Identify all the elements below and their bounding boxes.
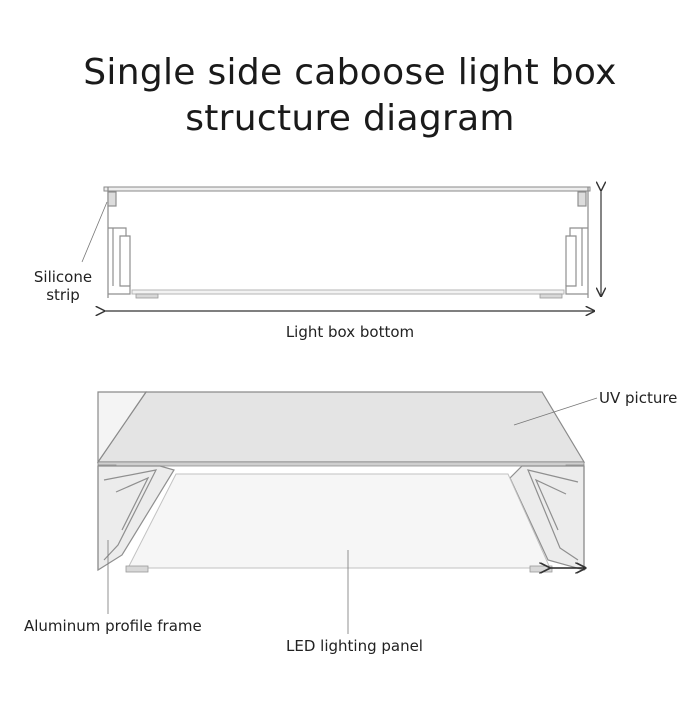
uv-picture-leader [513, 397, 598, 426]
aluminum-profile-frame-label: Aluminum profile frame [24, 617, 202, 635]
silicone-leader-line [81, 201, 108, 263]
light-box-bottom-label: Light box bottom [285, 323, 415, 341]
silicone-label-line-1: Silicone [33, 268, 93, 286]
left-aluminum-profile [97, 465, 175, 572]
cross-section-view [81, 186, 601, 311]
title-line-2: structure diagram [185, 98, 515, 139]
silicone-label-line-2: strip [46, 286, 80, 304]
uv-picture-label: UV picture [599, 389, 678, 407]
silicone-strip-label: Silicone strip [30, 268, 96, 304]
face-panel-top [103, 186, 591, 192]
title-line-1: Single side caboose light box [83, 52, 617, 93]
perspective-view [96, 391, 598, 634]
left-side-face [97, 391, 148, 464]
led-lighting-panel-label: LED lighting panel [286, 637, 423, 655]
uv-picture-panel [96, 391, 586, 463]
left-profile [107, 191, 131, 295]
diagram-title: Single side caboose light box structure … [0, 50, 700, 142]
right-profile [565, 191, 588, 295]
right-aluminum-profile [509, 465, 585, 571]
led-lighting-panel [127, 473, 551, 569]
led-panel-section [131, 289, 565, 295]
